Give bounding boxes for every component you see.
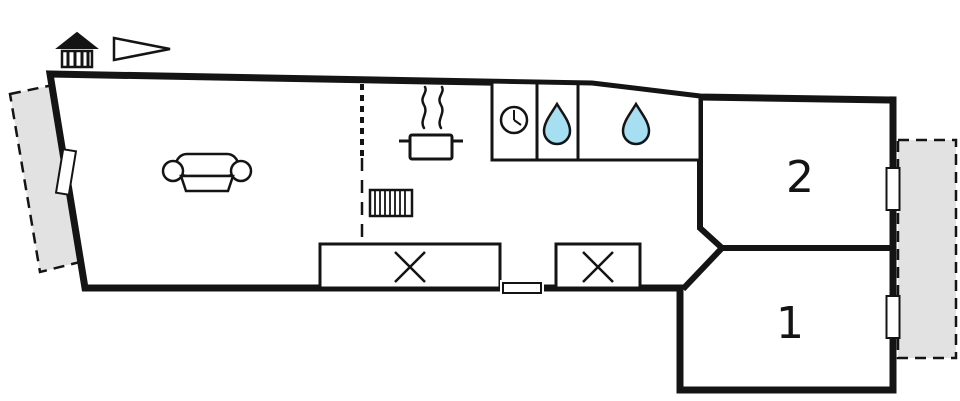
outer-walls — [45, 70, 897, 394]
steam-icon — [421, 85, 427, 130]
water-drop-icon — [621, 101, 651, 146]
radiator-icon — [368, 188, 414, 218]
steam-icon — [438, 85, 444, 130]
clock-icon — [499, 105, 529, 135]
kitchen-counter — [490, 80, 702, 162]
interior-walls — [680, 97, 893, 292]
counter-outline — [490, 80, 702, 162]
door-marker — [500, 280, 544, 296]
terrace-right — [896, 138, 958, 360]
window-marker — [885, 295, 901, 339]
house-icon — [55, 31, 99, 69]
terrace-left — [8, 82, 90, 274]
room2-label: 2 — [786, 152, 814, 203]
room1-label: 1 — [776, 298, 804, 349]
window-marker — [885, 167, 901, 211]
water-drop-icon — [542, 101, 572, 146]
pennant-icon — [112, 36, 171, 62]
sofa-icon — [161, 152, 253, 193]
window-marker — [54, 148, 78, 196]
crossed-box-icon — [318, 242, 502, 290]
stove-pot-icon — [399, 85, 463, 161]
crossed-box-icon — [554, 242, 642, 290]
